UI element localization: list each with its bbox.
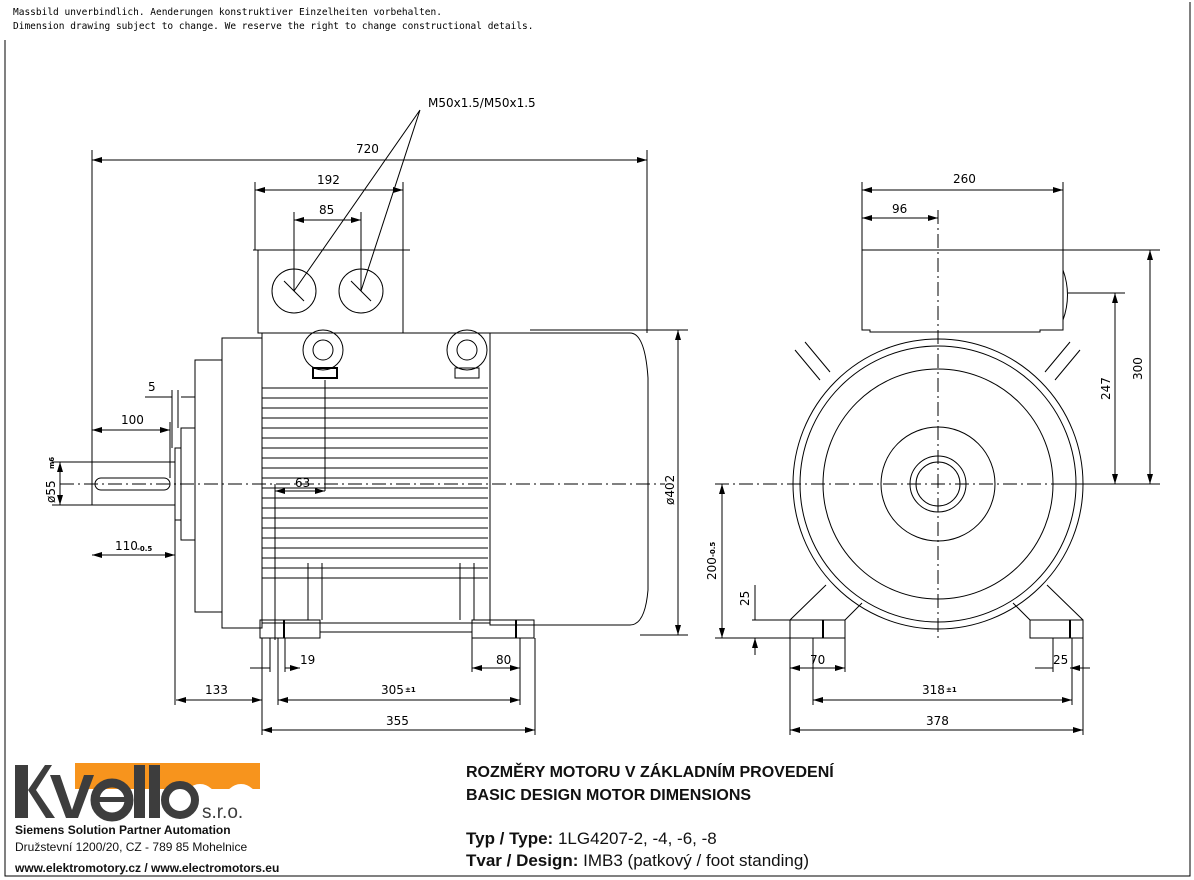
motor-type: Typ / Type: 1LG4207-2, -4, -6, -8 — [466, 829, 717, 849]
shaft-end — [915, 461, 961, 507]
motor-design: Tvar / Design: IMB3 (patkový / foot stan… — [466, 851, 809, 871]
dim-shaft-tolerance: m6 — [48, 457, 56, 469]
drawing-frame — [4, 2, 1191, 877]
company-tagline: Siemens Solution Partner Automation — [15, 823, 231, 837]
dim-70: 70 — [810, 653, 825, 667]
dim-shaft-height: 200 — [705, 557, 719, 580]
design-label: Tvar / Design: — [466, 851, 579, 870]
dim-foot-length: 355 — [386, 714, 409, 728]
dim-300: 300 — [1131, 357, 1145, 380]
dim-318-tolerance: ±1 — [946, 686, 957, 694]
dim-gland-spacing: 85 — [319, 203, 334, 217]
dim-overall-length: 720 — [356, 142, 379, 156]
dim-shoulder: 5 — [148, 380, 156, 394]
dim-keyway-length: 100 — [121, 413, 144, 427]
company-logo: s.r.o. — [15, 763, 260, 823]
dim-cowl-diameter: ø402 — [663, 475, 677, 505]
company-address: Družstevní 1200/20, CZ - 789 85 Mohelnic… — [15, 840, 248, 854]
hub — [880, 426, 996, 542]
eye-bolts — [794, 341, 1081, 381]
gland-callout: M50x1.5/M50x1.5 — [428, 96, 536, 110]
disclaimer-en: Dimension drawing subject to change. We … — [13, 21, 534, 32]
logo-suffix: s.r.o. — [202, 802, 243, 823]
dim-foot-hole-spacing: 305 — [381, 683, 404, 697]
foot — [789, 619, 846, 639]
dim-133: 133 — [205, 683, 228, 697]
terminal-box — [253, 249, 410, 334]
front-view: 260 96 300 247 200-0.5 25 70 25 318 ±1 3… — [705, 172, 1160, 735]
dim-box-width: 260 — [953, 172, 976, 186]
side-view: M50x1.5/M50x1.5 720 192 85 5 100 63 ø55 m… — [44, 96, 688, 735]
dim-foot-width: 378 — [926, 714, 949, 728]
title-en: BASIC DESIGN MOTOR DIMENSIONS — [466, 787, 752, 804]
foot — [1029, 619, 1084, 639]
dim-shaft-length-tolerance: -0.5 — [137, 545, 152, 553]
dim-247: 247 — [1099, 377, 1113, 400]
dim-25: 25 — [1053, 653, 1068, 667]
keyway — [94, 477, 171, 491]
fan-cowl — [489, 332, 649, 626]
eye-bolt — [302, 329, 344, 371]
dim-200-tolerance: -0.5 — [709, 542, 717, 557]
company-website[interactable]: www.elektromotory.cz / www.electromotors… — [15, 861, 280, 875]
terminal-box — [861, 249, 1064, 333]
dim-foot-hole-width: 318 — [922, 683, 945, 697]
foot — [259, 619, 321, 639]
dim-foot-height: 25 — [738, 591, 752, 606]
design-value: IMB3 (patkový / foot standing) — [583, 851, 809, 870]
dim-63: 63 — [295, 476, 310, 490]
title-cz: ROZMĚRY MOTORU V ZÁKLADNÍM PROVEDENÍ — [466, 764, 834, 781]
end-shield — [221, 337, 263, 629]
dim-terminal-box-length: 192 — [317, 173, 340, 187]
type-value: 1LG4207-2, -4, -6, -8 — [557, 829, 717, 848]
dim-305-tolerance: ±1 — [405, 686, 416, 694]
eye-bolt — [446, 329, 488, 371]
dim-96: 96 — [892, 202, 907, 216]
foot — [471, 619, 535, 639]
type-label: Typ / Type: — [466, 829, 554, 848]
dim-80: 80 — [496, 653, 511, 667]
dim-shaft-length: 110 — [115, 539, 138, 553]
dim-19: 19 — [300, 653, 315, 667]
dim-shaft-diameter: ø55 — [44, 480, 58, 503]
disclaimer-de: Massbild unverbindlich. Aenderungen kons… — [13, 7, 442, 18]
